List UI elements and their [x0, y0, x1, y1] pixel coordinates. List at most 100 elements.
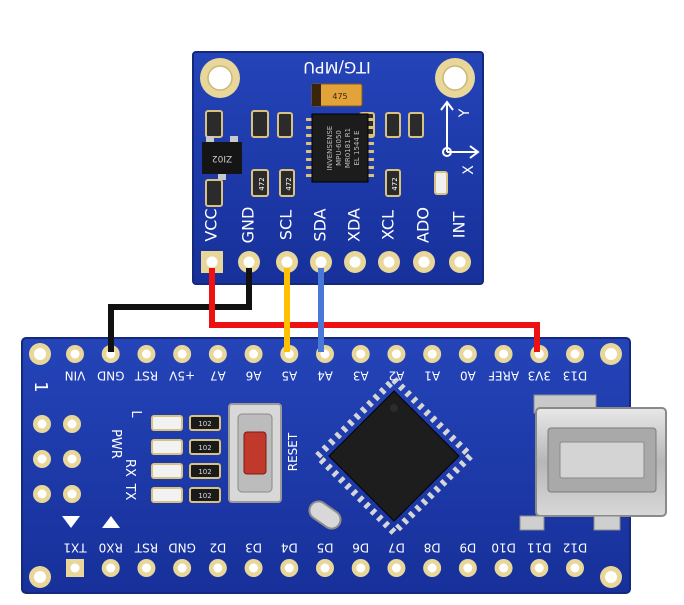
nano-pin-5v: +5V: [168, 345, 195, 383]
nano-pin-label: D5: [317, 541, 334, 555]
mpu-pin-label: INT: [450, 212, 469, 239]
nano-pin-tx1: TX1: [63, 541, 88, 577]
nano-pin-d12: D12: [563, 541, 588, 577]
nano-pin-d5: D5: [316, 541, 334, 577]
nano-pin-a6: A6: [244, 345, 263, 383]
regulator-marking: ZI02: [212, 153, 232, 163]
nano-pin-label: +5V: [168, 369, 195, 383]
mpu-pin-vcc: VCC: [201, 208, 223, 273]
nano-pin-label: TX1: [63, 541, 87, 555]
nano-pin-d10: D10: [491, 541, 516, 577]
mpu-pin-label: ADO: [414, 207, 433, 243]
nano-pin-label: D9: [459, 541, 476, 555]
icsp-header: [33, 415, 81, 503]
nano-pin-label: D8: [424, 541, 441, 555]
led-array: [151, 415, 221, 503]
nano-pin-d13: D13: [563, 345, 588, 383]
mpu6050-chip: INVENSENSE MPU-6050 MR0181 R1 EL 1544 E: [306, 113, 374, 183]
mpu-pin-int: INT: [449, 212, 471, 273]
mpu-pin-scl: SCL: [276, 210, 298, 273]
nano-pin-label: D3: [245, 541, 262, 555]
arduino-nano-board: 1 102 102 102 102 L PWR RX TX RESET: [21, 337, 667, 594]
mpu-pin-label: VCC: [202, 208, 221, 241]
resistor-marking-2: 472: [285, 177, 293, 190]
resistor-label-3: 102: [198, 468, 211, 476]
nano-pin-rst: RST: [134, 541, 158, 577]
nano-pin-d6: D6: [351, 541, 370, 577]
nano-pin-label: A7: [210, 369, 226, 383]
chip-marking-3: MR0181 R1: [344, 128, 352, 168]
nano-pin-label: GND: [97, 369, 125, 383]
led-label-rx: RX: [122, 459, 137, 477]
mpu-pin-gnd: GND: [238, 207, 260, 273]
nano-pin-d2: D2: [208, 541, 227, 577]
nano-pin-label: D12: [563, 541, 588, 555]
mpu-pin-label: XCL: [379, 210, 398, 240]
nano-pin-rst: RST: [134, 345, 158, 383]
nano-pin-label: RST: [134, 541, 158, 555]
nano-pin-d3: D3: [244, 541, 263, 577]
resistor-marking-3: 472: [391, 177, 399, 190]
mpu-title: ITG/MPU: [303, 58, 370, 77]
nano-pin-a7: A7: [208, 345, 227, 383]
nano-pin-label: AREF: [488, 369, 519, 383]
status-led: [434, 171, 448, 195]
cap-marking: 475: [332, 92, 347, 101]
chip-marking-2: MPU-6050: [335, 130, 343, 166]
usb-connector: [519, 394, 667, 531]
nano-pin-d11: D11: [527, 541, 552, 577]
nano-pin-label: A3: [353, 369, 369, 383]
nano-pin-a1: A1: [423, 345, 442, 383]
nano-pin-label: D2: [209, 541, 226, 555]
nano-pin-label: GND: [168, 541, 196, 555]
nano-pin-label: A4: [317, 369, 333, 383]
triangle-marker-right: [102, 516, 120, 528]
mpu-pin-sda: SDA: [310, 208, 332, 273]
triangle-marker-left: [62, 516, 80, 528]
nano-pin-label: D11: [527, 541, 552, 555]
mpu-pin-label: XDA: [345, 208, 364, 242]
mpu-pin-label: SCL: [277, 210, 296, 240]
mpu-small-components: [205, 110, 424, 207]
nano-pin-aref: AREF: [488, 345, 519, 383]
nano-pin-label: A6: [246, 369, 262, 383]
mpu-pin-label: SDA: [311, 208, 330, 241]
led-label-pwr: PWR: [108, 429, 123, 459]
crystal-oscillator: [308, 500, 342, 530]
nano-pin-label: 3V3: [528, 369, 551, 383]
nano-pin-a0: A0: [458, 345, 477, 383]
chip-marking-1: INVENSENSE: [326, 126, 334, 171]
nano-pin-label: RX0: [99, 541, 123, 555]
led-label-l: L: [128, 410, 143, 418]
wire-gnd-black: [108, 268, 252, 352]
nano-pin-d7: D7: [387, 541, 406, 577]
led-label-tx: TX: [122, 483, 137, 501]
nano-pin-vin: VIN: [65, 345, 86, 383]
axis-label-y: Y: [457, 108, 473, 118]
mpu-pin-xcl: XCL: [378, 210, 400, 273]
nano-pin-label: VIN: [65, 369, 86, 383]
nano-pin-gnd: GND: [168, 541, 196, 577]
resistor-label-1: 102: [198, 420, 211, 428]
mpu-pin-xda: XDA: [344, 208, 366, 273]
mpu-pin-label: GND: [239, 207, 258, 244]
nano-pin-d8: D8: [423, 541, 442, 577]
resistor-label-4: 102: [198, 492, 211, 500]
mpu-module: ITG/MPU 475 ZI02 472 472: [192, 51, 484, 285]
mpu-pin-ado: ADO: [413, 207, 435, 273]
wires: [108, 268, 540, 352]
nano-pin-label: D7: [388, 541, 405, 555]
axis-label-x: X: [461, 165, 477, 175]
wire-vcc-red: [209, 268, 540, 352]
reset-button[interactable]: [228, 403, 282, 503]
nano-pin-d9: D9: [458, 541, 477, 577]
nano-pin-label: A0: [460, 369, 476, 383]
nano-pin-a2: A2: [387, 345, 406, 383]
pin1-label: 1: [30, 381, 51, 392]
nano-pin-label: A5: [281, 369, 297, 383]
nano-pin-label: D13: [563, 369, 588, 383]
nano-pin-label: D4: [281, 541, 298, 555]
nano-pin-label: RST: [134, 369, 158, 383]
chip-marking-4: EL 1544 E: [353, 130, 361, 165]
